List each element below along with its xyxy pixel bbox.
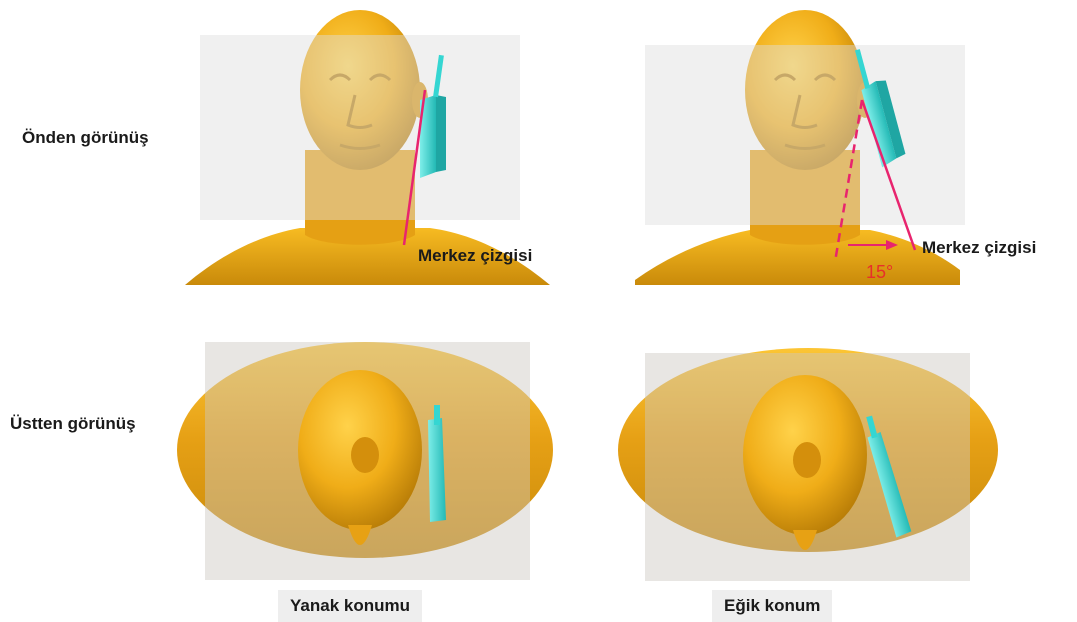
caption-tilt-position: Eğik konum	[712, 590, 832, 622]
center-line-label-left: Merkez çizgisi	[418, 246, 532, 266]
crown-spot	[351, 437, 379, 473]
tilt-angle-label: 15°	[866, 262, 893, 283]
crown-spot	[793, 442, 821, 478]
caption-cheek-position: Yanak konumu	[278, 590, 422, 622]
reference-plane	[645, 45, 965, 225]
top-view-cheek-panel	[170, 320, 560, 585]
row-label-front: Önden görünüş	[22, 128, 149, 148]
reference-plane	[200, 35, 520, 220]
center-line-label-right: Merkez çizgisi	[922, 238, 1036, 258]
top-view-tilt-panel	[610, 325, 1005, 590]
row-label-top: Üstten görünüş	[10, 414, 136, 434]
